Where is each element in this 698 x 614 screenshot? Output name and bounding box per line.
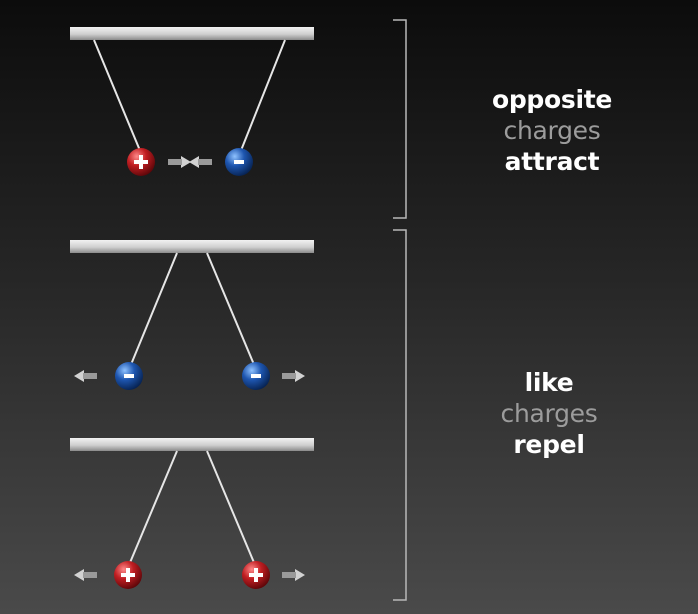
bracket-icon (393, 19, 407, 219)
caption-line: like (524, 368, 574, 397)
arrow-icon (282, 370, 305, 382)
support-bar (70, 27, 314, 40)
support-bar (70, 240, 314, 253)
plus-sign-icon (249, 568, 263, 582)
panel-like-negative (70, 240, 314, 390)
arrow-icon (74, 370, 97, 382)
caption-line: opposite (491, 85, 613, 114)
arrow-icon (189, 156, 212, 168)
caption-line: charges (503, 116, 601, 145)
string-right (239, 39, 286, 154)
arrow-icon (168, 156, 191, 168)
string-left (129, 252, 178, 368)
string-right (206, 450, 256, 566)
minus-sign-icon (234, 160, 244, 164)
panel-opposite (70, 27, 314, 176)
minus-sign-icon (251, 374, 261, 378)
caption-line: repel (513, 430, 585, 459)
panel-like-positive (70, 438, 314, 589)
string-left (128, 450, 178, 566)
minus-sign-icon (124, 374, 134, 378)
caption-line: charges (500, 399, 598, 428)
caption-line: attract (504, 147, 600, 176)
support-bar (70, 438, 314, 451)
caption-like-charges-repel: like charges repel (449, 367, 649, 460)
arrow-icon (74, 569, 97, 581)
string-left (93, 39, 142, 154)
caption-opposite-charges-attract: opposite charges attract (452, 84, 652, 177)
bracket-icon (393, 229, 407, 601)
string-right (206, 252, 256, 368)
arrow-icon (282, 569, 305, 581)
plus-sign-icon (134, 155, 148, 169)
plus-sign-icon (121, 568, 135, 582)
